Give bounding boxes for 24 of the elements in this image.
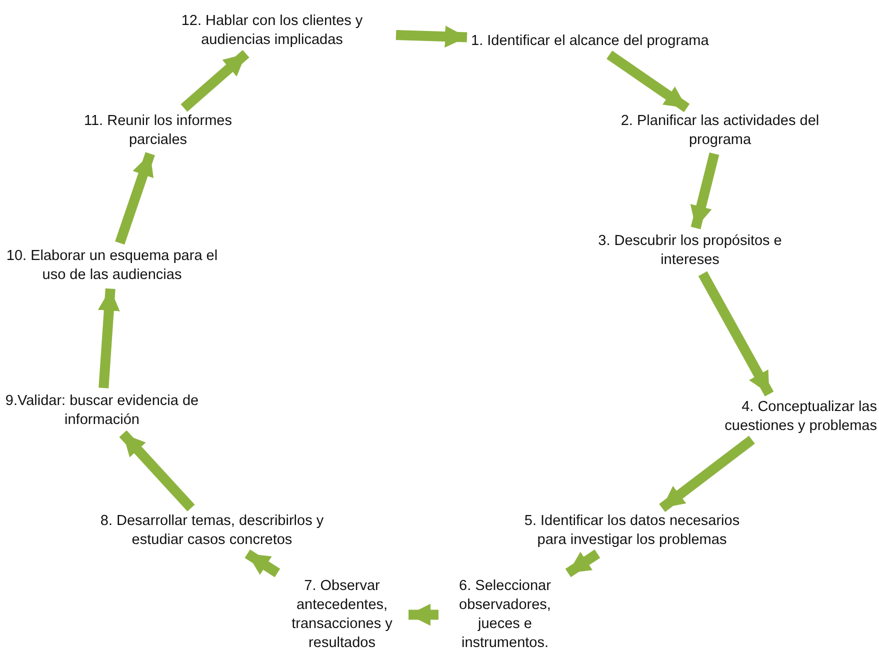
- step-label: 10. Elaborar un esquema para el uso de las audiencias: [2, 247, 222, 285]
- block-arrow: [690, 152, 720, 230]
- step-label: 5. Identificar los datos necesarios para investigar los problemas: [517, 512, 747, 550]
- block-arrow: [698, 271, 774, 396]
- block-arrow: [659, 436, 755, 512]
- step-label: 4. Conceptualizar las cuestiones y problemas: [687, 398, 877, 436]
- step-label: 6. Seleccionar observadores, jueces e instrumentos.: [442, 577, 568, 649]
- block-arrow: [244, 550, 280, 578]
- block-arrow: [396, 26, 468, 48]
- block-arrow: [115, 152, 155, 245]
- block-arrow: [98, 288, 120, 388]
- step-label: 11. Reunir los informes parciales: [58, 112, 258, 150]
- step-label: 2. Planificar las actividades del programa: [600, 112, 840, 150]
- step-label: 3. Descubrir los propósitos e intereses: [590, 232, 790, 270]
- step-label: 8. Desarrollar temas, describirlos y estudiar casos concretos: [100, 512, 324, 550]
- block-arrow: [180, 50, 250, 112]
- block-arrow: [565, 550, 600, 578]
- step-label: 9.Validar: buscar evidencia de información: [0, 392, 207, 430]
- block-arrow: [408, 604, 438, 626]
- step-label: 12. Hablar con los clientes y audiencias implicadas: [152, 12, 392, 50]
- block-arrow: [119, 430, 195, 512]
- step-label: 7. Observar antecedentes, transacciones y resultados: [280, 577, 404, 649]
- step-label: 1. Identificar el alcance del programa: [471, 32, 709, 51]
- block-arrow: [606, 50, 690, 112]
